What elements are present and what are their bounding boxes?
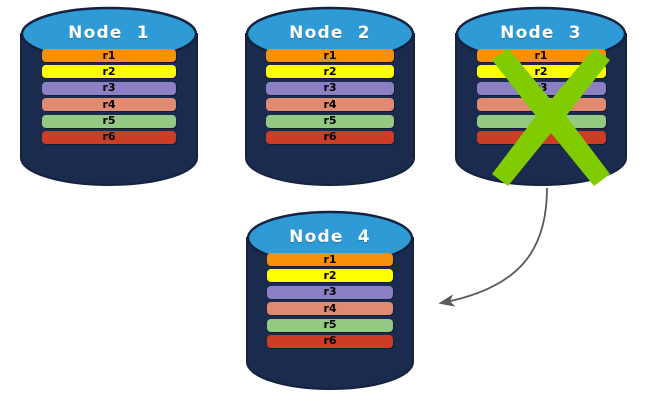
- node-1-record-r6[interactable]: r6: [42, 130, 176, 144]
- node-1-record-r2[interactable]: r2: [42, 64, 176, 79]
- node-2-record-r4[interactable]: r4: [266, 97, 394, 112]
- node-3-record-r6[interactable]: r6: [476, 130, 606, 144]
- node-3-record-label-r6: r6: [534, 130, 548, 144]
- node-4-record-label-r5: r5: [323, 318, 337, 332]
- node-4-record-r1[interactable]: r1: [267, 253, 393, 266]
- node-2-record-label-r3: r3: [323, 81, 337, 95]
- node-3-record-label-r3: r3: [534, 81, 548, 95]
- node-1-record-r1[interactable]: r1: [42, 49, 176, 62]
- node-3-record-r3[interactable]: r3: [476, 81, 606, 95]
- node-2-record-label-r1: r1: [323, 48, 337, 62]
- node-4-records: r1 r2 r3 r4 r5 r6: [246, 253, 414, 348]
- node-1-record-label-r6: r6: [102, 130, 116, 144]
- node-2-record-label-r4: r4: [323, 97, 337, 111]
- node-2-record-r5[interactable]: r5: [266, 114, 394, 128]
- node-2-record-r6[interactable]: r6: [266, 130, 394, 144]
- node-2-record-r2[interactable]: r2: [266, 64, 394, 79]
- node-4-record-r6[interactable]: r6: [267, 334, 393, 348]
- node-3-records: r1 r2 r3 r4 r5 r6: [455, 49, 627, 144]
- node-1-record-label-r5: r5: [102, 114, 116, 128]
- node-1-record-label-r2: r2: [102, 64, 116, 78]
- node-2-record-r3[interactable]: r3: [266, 81, 394, 95]
- node-3-record-label-r2: r2: [534, 64, 548, 78]
- node-4-record-r5[interactable]: r5: [267, 318, 393, 332]
- node-2-record-r1[interactable]: r1: [266, 49, 394, 62]
- node-3-record-r2[interactable]: r2: [476, 64, 606, 79]
- node-3-record-r5[interactable]: r5: [476, 114, 606, 128]
- node-4-record-label-r3: r3: [323, 285, 337, 299]
- node-3-record-r4[interactable]: r4: [476, 97, 606, 112]
- node-2-records: r1 r2 r3 r4 r5 r6: [245, 49, 415, 144]
- node-4-record-r4[interactable]: r4: [267, 301, 393, 316]
- node-2-record-label-r2: r2: [323, 64, 337, 78]
- node-2-record-label-r6: r6: [323, 130, 337, 144]
- node-1-record-r4[interactable]: r4: [42, 97, 176, 112]
- node-3-record-label-r5: r5: [534, 114, 548, 128]
- node-1-record-label-r1: r1: [102, 48, 116, 62]
- node-1-record-label-r3: r3: [102, 81, 116, 95]
- node-4-record-label-r1: r1: [323, 252, 337, 266]
- node-4-record-label-r6: r6: [323, 334, 337, 348]
- node-2-record-label-r5: r5: [323, 114, 337, 128]
- node-3-record-label-r4: r4: [534, 97, 548, 111]
- node-4-record-r2[interactable]: r2: [267, 268, 393, 283]
- node-1-record-r3[interactable]: r3: [42, 81, 176, 95]
- node-4-record-r3[interactable]: r3: [267, 285, 393, 299]
- node-1-record-r5[interactable]: r5: [42, 114, 176, 128]
- node-4-record-label-r4: r4: [323, 301, 337, 315]
- node-3-record-r1[interactable]: r1: [476, 48, 606, 62]
- node-3-record-label-r1: r1: [534, 48, 548, 62]
- node-4-record-label-r2: r2: [323, 268, 337, 282]
- node-1-records: r1 r2 r3 r4 r5 r6: [20, 49, 198, 144]
- node-1-record-label-r4: r4: [102, 97, 116, 111]
